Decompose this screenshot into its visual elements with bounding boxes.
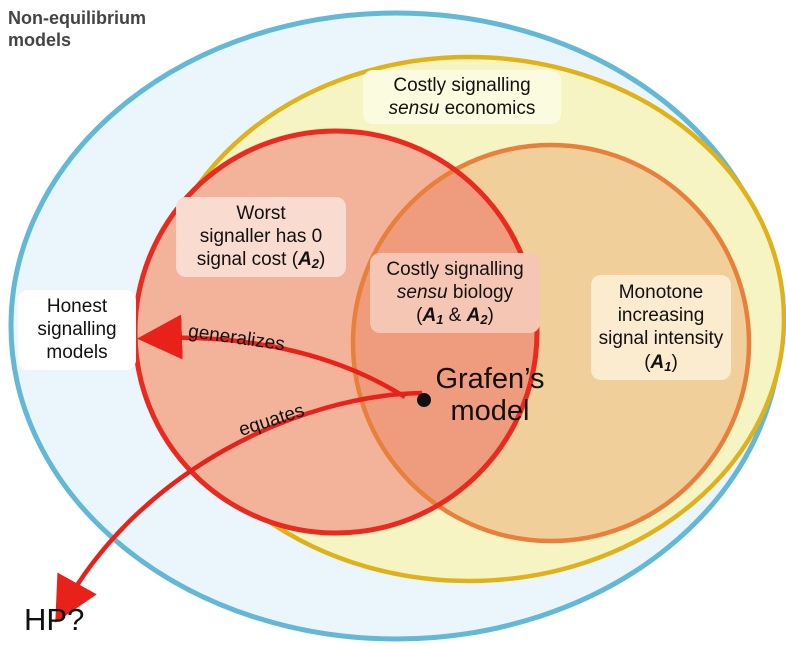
biology-rest: biology bbox=[447, 282, 514, 304]
overlap-region bbox=[353, 145, 537, 533]
monotone-label: Monotone increasing signal intensity (A1… bbox=[591, 275, 731, 380]
monotone-line3: signal intensity (A1) bbox=[593, 327, 729, 373]
monotone-symbol: A bbox=[650, 351, 665, 373]
equates-arrow bbox=[55, 390, 423, 623]
worst-line3-pre: signal cost ( bbox=[196, 249, 299, 271]
generalizes-arrow bbox=[137, 314, 407, 399]
monotone-sub: 1 bbox=[664, 358, 672, 374]
grafen-label: Grafen’s model bbox=[428, 363, 552, 428]
monotone-line1: Monotone bbox=[618, 282, 704, 303]
biology-sym1: A bbox=[422, 305, 437, 327]
biology-line3: (A1 & A2) bbox=[372, 304, 538, 327]
biology-sub2: 2 bbox=[480, 312, 488, 328]
worst-signaller-label: Worst signaller has 0 signal cost (A2) bbox=[176, 197, 346, 277]
biology-line2: sensu biology bbox=[372, 281, 538, 304]
worst-line1: Worst bbox=[236, 203, 286, 224]
biology-sensu: sensu bbox=[396, 282, 448, 304]
honest-line1: Honest bbox=[46, 296, 108, 317]
worst-line2: signaller has 0 bbox=[199, 226, 323, 248]
biology-amp: & bbox=[443, 305, 467, 327]
economics-label: Costly signalling sensu economics bbox=[363, 70, 561, 125]
worst-line3: signal cost (A2) bbox=[178, 248, 344, 271]
honest-line3: models bbox=[46, 342, 108, 364]
economics-sensu: sensu bbox=[388, 98, 440, 120]
worst-close: ) bbox=[318, 249, 326, 271]
honest-label: Honest signalling models bbox=[18, 290, 136, 370]
biology-sub1: 1 bbox=[436, 312, 444, 328]
biology-close: ) bbox=[487, 305, 494, 327]
monotone-close: ) bbox=[671, 351, 678, 373]
non-equilibrium-line2: models bbox=[8, 29, 72, 50]
grafen-point bbox=[417, 393, 431, 407]
monotone-line3-pre: signal bbox=[598, 328, 649, 350]
non-equilibrium-line1: Non-equilibrium bbox=[8, 8, 146, 28]
honest-line2: signalling bbox=[37, 319, 117, 341]
hp-label: HP? bbox=[24, 602, 85, 637]
monotone-line4-pre: intensity ( bbox=[644, 328, 724, 373]
non-equilibrium-label: Non-equilibrium models bbox=[8, 8, 146, 52]
grafen-line1: Grafen’s bbox=[435, 363, 545, 395]
worst-symbol: A bbox=[298, 249, 312, 271]
biology-label: Costly signalling sensu biology (A1 & A2… bbox=[370, 253, 540, 333]
economics-rest: economics bbox=[439, 98, 536, 120]
economics-line2: sensu economics bbox=[367, 97, 557, 120]
economics-line1: Costly signalling bbox=[393, 75, 531, 96]
monotone-circle-outline bbox=[350, 142, 752, 544]
biology-open: ( bbox=[416, 305, 423, 327]
grafen-line2: model bbox=[450, 395, 530, 428]
worst-sub: 2 bbox=[311, 256, 319, 272]
biology-sym2: A bbox=[466, 305, 481, 327]
monotone-line2: increasing bbox=[617, 305, 705, 327]
biology-line1: Costly signalling bbox=[386, 259, 524, 280]
